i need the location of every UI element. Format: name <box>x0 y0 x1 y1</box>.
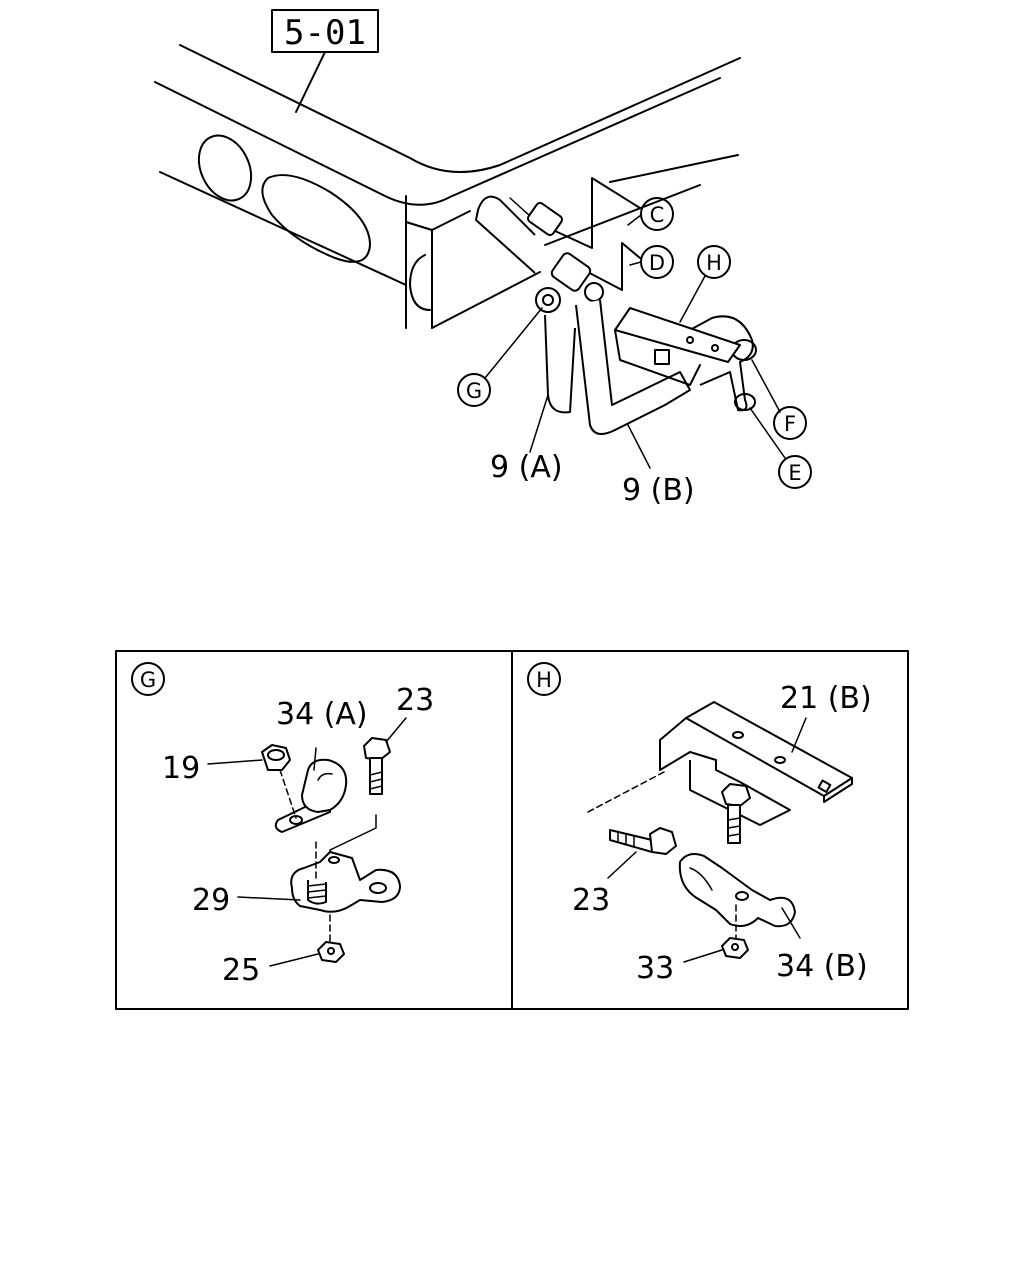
detail-panels: G <box>115 650 909 1010</box>
callout-e[interactable]: E <box>778 455 812 489</box>
svg-text:G: G <box>466 379 482 403</box>
label-19: 19 <box>162 751 200 786</box>
svg-text:H: H <box>706 251 722 275</box>
leader-9b <box>627 424 651 469</box>
clamp-g <box>535 287 561 313</box>
leader-34a <box>313 747 317 771</box>
svg-text:F: F <box>784 412 796 436</box>
svg-text:H: H <box>536 668 552 692</box>
bolt-23-head <box>363 737 391 761</box>
bracket-bolt <box>721 783 751 807</box>
nut-19 <box>261 744 291 771</box>
leader-23-g <box>385 717 407 743</box>
nut-33 <box>721 937 749 959</box>
leader-f <box>751 359 781 413</box>
leader-19 <box>207 759 263 765</box>
label-9a: 9 (A) <box>490 450 563 485</box>
frame-hole <box>197 134 253 202</box>
detail-g: G <box>131 662 434 988</box>
svg-text:E: E <box>788 461 801 485</box>
label-23-g: 23 <box>396 683 434 718</box>
frame-hole-partial <box>409 254 431 311</box>
leader-c <box>627 214 642 226</box>
pipe-assembly[interactable] <box>475 195 757 435</box>
break-line-c <box>541 177 641 249</box>
callout-g[interactable]: G <box>457 373 491 407</box>
callout-c[interactable]: C <box>640 197 674 231</box>
label-9b: 9 (B) <box>622 473 695 508</box>
leader-g <box>484 307 543 379</box>
label-21b: 21 (B) <box>780 681 872 716</box>
frame-slot <box>261 174 371 263</box>
bolt-23 <box>369 757 383 795</box>
label-25: 25 <box>222 953 260 988</box>
leader-9a <box>529 394 549 453</box>
pipe-9a[interactable] <box>544 314 576 414</box>
leader-d <box>629 261 642 266</box>
callout-h[interactable]: H <box>697 245 731 279</box>
reference-leader <box>295 51 326 113</box>
label-23-h: 23 <box>572 883 610 918</box>
label-33: 33 <box>636 951 674 986</box>
main-assembly-view: 5-01 <box>154 9 812 508</box>
reference-box[interactable]: 5-01 <box>271 9 379 53</box>
detail-h-header[interactable]: H <box>527 662 561 696</box>
detail-g-header[interactable]: G <box>131 662 165 696</box>
callout-f[interactable]: F <box>773 406 807 440</box>
clamp-34b <box>678 853 796 928</box>
bolt-23-h <box>609 829 653 853</box>
svg-text:C: C <box>650 203 665 227</box>
clamp-34a <box>301 758 348 813</box>
reference-box-label: 5-01 <box>284 13 366 53</box>
break-line-d <box>579 242 641 291</box>
leader-34b <box>781 907 801 939</box>
leader-21b <box>791 717 807 753</box>
detail-h: H <box>527 662 872 986</box>
leader-23-h <box>607 851 637 879</box>
svg-text:D: D <box>649 251 665 275</box>
bracket-h <box>614 307 741 363</box>
leader-e <box>749 407 786 459</box>
leader-h <box>679 275 706 323</box>
leader-33 <box>683 949 723 963</box>
label-29: 29 <box>192 883 230 918</box>
svg-text:G: G <box>140 668 156 692</box>
leader-25 <box>269 953 319 967</box>
label-34b: 34 (B) <box>776 949 868 984</box>
leader-29 <box>237 896 301 901</box>
frame-rail <box>154 44 741 329</box>
pipe-nut-d <box>550 252 592 292</box>
nut-25 <box>317 941 345 963</box>
callout-d[interactable]: D <box>640 245 674 279</box>
label-34a: 34 (A) <box>276 697 368 732</box>
pipe-nut-c <box>526 201 564 237</box>
